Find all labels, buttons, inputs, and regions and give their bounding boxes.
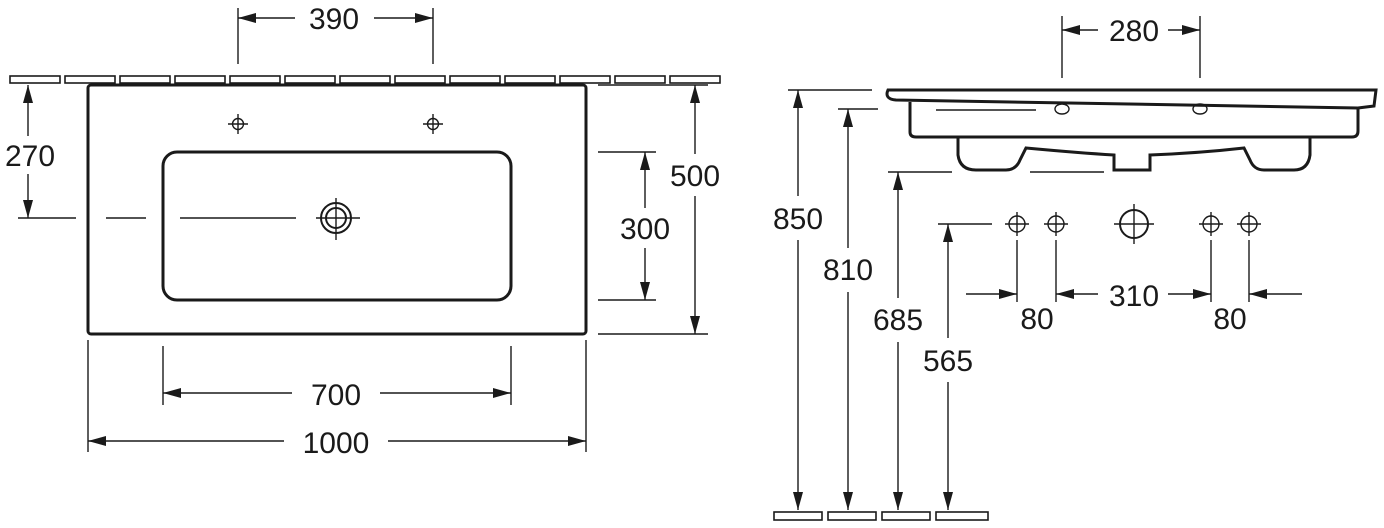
drain-icon xyxy=(316,198,360,240)
dim-850: 850 xyxy=(773,90,823,510)
dim-390: 390 xyxy=(237,3,434,64)
floor-side-view xyxy=(773,511,989,521)
dim-label-80-right: 80 xyxy=(1213,303,1246,336)
tap-hole-right-icon xyxy=(422,113,444,135)
top-view: 390 270 300 500 xyxy=(5,3,721,460)
supply-hole-1-icon xyxy=(1004,211,1030,237)
dim-280: 280 xyxy=(1061,15,1201,78)
supply-hole-3-icon xyxy=(1198,211,1224,237)
tap-hole-left-icon xyxy=(227,113,249,135)
dim-label-270: 270 xyxy=(5,140,55,173)
dim-label-300: 300 xyxy=(620,213,670,246)
dim-label-80-left: 80 xyxy=(1020,303,1053,336)
dim-label-500: 500 xyxy=(670,160,720,193)
dim-685: 685 xyxy=(873,172,923,510)
dim-label-810: 810 xyxy=(823,254,873,287)
supply-hole-4-icon xyxy=(1236,211,1262,237)
waste-pipe-icon xyxy=(1114,204,1154,244)
bowl-outline-top xyxy=(161,150,513,302)
dim-label-390: 390 xyxy=(309,3,359,36)
side-view: 280 80 310 80 xyxy=(773,15,1378,521)
basin-outline-top xyxy=(86,83,588,336)
dim-270: 270 xyxy=(5,85,55,218)
dim-300: 300 xyxy=(598,151,670,301)
basin-profile-side xyxy=(885,88,1378,173)
dim-label-1000: 1000 xyxy=(303,427,370,460)
dim-label-565: 565 xyxy=(923,345,973,378)
dim-700: 700 xyxy=(162,346,512,412)
dim-label-280: 280 xyxy=(1109,15,1159,48)
dim-label-850: 850 xyxy=(773,203,823,236)
dim-label-700: 700 xyxy=(311,379,361,412)
supply-hole-2-icon xyxy=(1043,211,1069,237)
dim-label-685: 685 xyxy=(873,304,923,337)
dim-1000: 1000 xyxy=(87,340,587,460)
dim-500: 500 xyxy=(598,84,720,335)
dim-chain-supply: 80 310 80 xyxy=(966,280,1302,336)
dim-label-310: 310 xyxy=(1109,280,1159,313)
dim-565: 565 xyxy=(923,224,973,510)
wall-top-view xyxy=(9,75,721,84)
dim-810: 810 xyxy=(823,109,873,510)
